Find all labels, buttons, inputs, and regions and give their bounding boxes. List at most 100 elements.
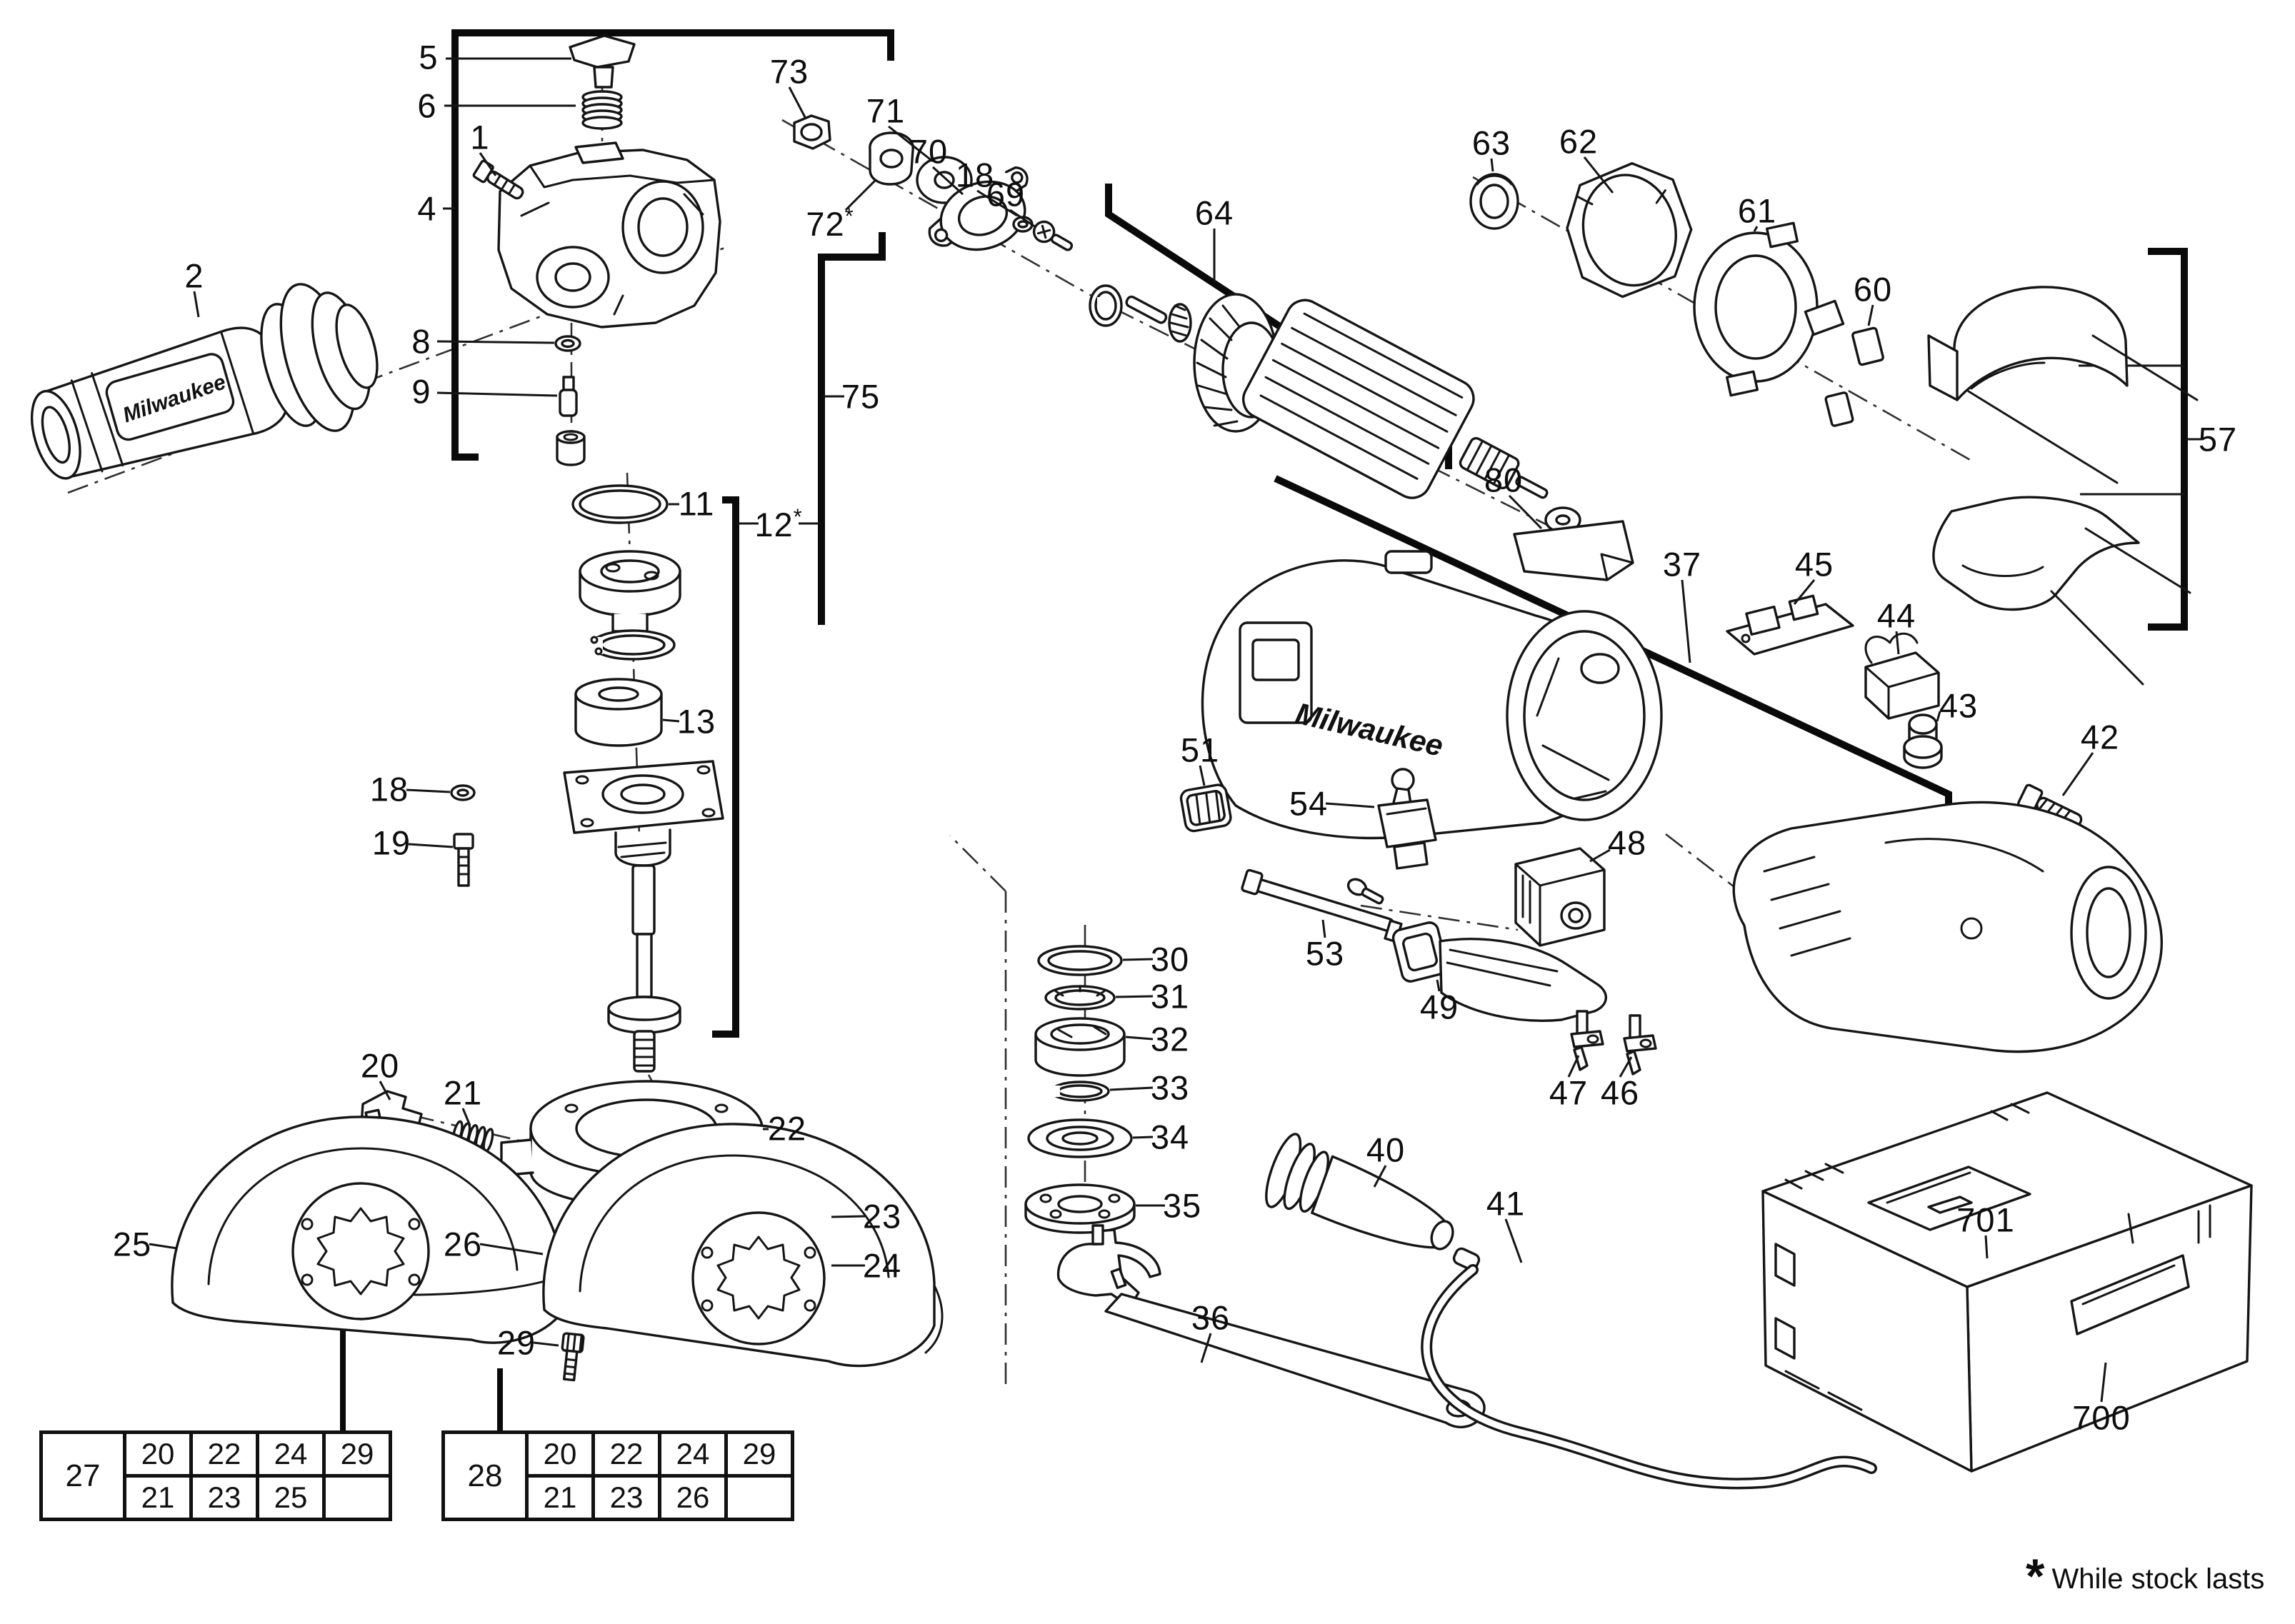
callout-48: 48 [1607,823,1647,862]
callout-21: 21 [443,1073,483,1112]
part-29-screw [561,1332,585,1382]
callout-45: 45 [1794,545,1834,583]
callout-43: 43 [1939,686,1979,725]
part-26-guard [542,1123,944,1368]
table-cell: 24 [256,1430,326,1478]
callout-70: 70 [909,132,949,171]
part-8-washer [554,335,581,352]
callout-29: 29 [496,1323,536,1362]
part-43-button [1903,713,1943,769]
callout-701: 701 [1956,1201,2015,1239]
callout-53: 53 [1305,934,1345,973]
table-group-cell: 28 [441,1430,529,1521]
callout-6: 6 [417,86,437,125]
callout-24: 24 [862,1246,902,1285]
callout-12*: 12* [754,504,803,543]
part-4-gear-case [497,141,721,329]
part-69-screw [1032,220,1074,251]
callout-9: 9 [411,372,431,411]
callout-62: 62 [1559,122,1599,161]
table-cell: 22 [189,1430,259,1478]
part-54-switch-lever [1346,768,1437,905]
part-13-bearing [574,678,663,747]
callout-60: 60 [1853,270,1893,309]
part-63-bearing [1469,173,1519,230]
callout-73: 73 [769,52,809,91]
part-2-side-handle: Milwaukee [31,283,379,480]
callout-18: 18 [369,770,409,808]
callout-44: 44 [1876,596,1916,635]
part-6-spring [581,90,623,130]
part-40-cord-guard [1265,1133,1454,1250]
part-80-gasket [1513,520,1634,581]
part-31-ring [1044,985,1116,1011]
callout-72*: 72* [806,204,854,243]
part-37-handle-shell [1732,801,2163,1053]
part-45-pcb [1726,594,1854,656]
callout-26: 26 [443,1225,483,1263]
part-48-switch-block [1514,847,1606,947]
table-cell [724,1474,794,1521]
callout-30: 30 [1150,940,1190,978]
part-5-thumb-screw [569,34,636,89]
table-cell: 26 [658,1474,728,1521]
part-46-brush-holder [1623,1014,1657,1076]
table-cell: 21 [123,1474,193,1521]
part-18-washer-left [450,784,476,801]
callout-46: 46 [1600,1073,1640,1112]
table-group-cell: 27 [39,1430,126,1521]
callout-47: 47 [1549,1073,1589,1112]
part-62-baffle [1566,162,1693,299]
part-47-brush-holder [1570,1010,1604,1071]
part-700-case [1761,1091,2253,1473]
part-19-bolt [453,833,474,887]
table-cell: 29 [322,1430,392,1478]
callout-64: 64 [1194,194,1234,232]
table-cell: 23 [591,1474,661,1521]
callout-57: 57 [2198,420,2238,458]
callout-75: 75 [841,377,881,416]
callout-1: 1 [470,118,490,156]
table-cell: 23 [189,1474,259,1521]
table-cell: 25 [256,1474,326,1521]
part-32-cup [1034,1017,1126,1077]
table-cell [322,1474,392,1521]
callout-61: 61 [1737,191,1777,230]
part-damper [556,430,586,466]
callout-5: 5 [419,38,439,76]
callout-71: 71 [866,91,906,130]
callout-23: 23 [862,1197,902,1235]
callout-36: 36 [1191,1298,1231,1337]
part-70-flange [928,166,1029,251]
part-11-o-ring [571,484,669,524]
callout-40: 40 [1366,1131,1406,1169]
callout-22: 22 [767,1109,807,1148]
part-49-lever [1391,921,1607,1022]
callout-8: 8 [411,322,431,361]
callout-41: 41 [1486,1184,1526,1223]
callout-700: 700 [2072,1398,2131,1437]
table-cell: 20 [525,1430,595,1478]
part-61-insulator [1693,221,1845,397]
table-cell: 20 [123,1430,193,1478]
callout-20: 20 [360,1046,400,1085]
part-60-brush-caps [1824,326,1884,427]
callout-32: 32 [1150,1020,1190,1058]
callout-13: 13 [676,702,716,741]
callout-49: 49 [1419,988,1459,1026]
part-25-guard [171,1116,564,1344]
part-53-link-bar [1241,868,1403,943]
part-57-field-coils [1927,286,2199,686]
part-72-grommet [869,131,914,186]
callout-25: 25 [112,1225,152,1263]
callout-51: 51 [1180,731,1220,769]
callout-54: 54 [1289,784,1329,823]
callout-34: 34 [1150,1118,1190,1156]
callout-4: 4 [417,189,437,228]
table-cell: 22 [591,1430,661,1478]
callout-19: 19 [371,823,411,862]
table-cell: 29 [724,1430,794,1478]
